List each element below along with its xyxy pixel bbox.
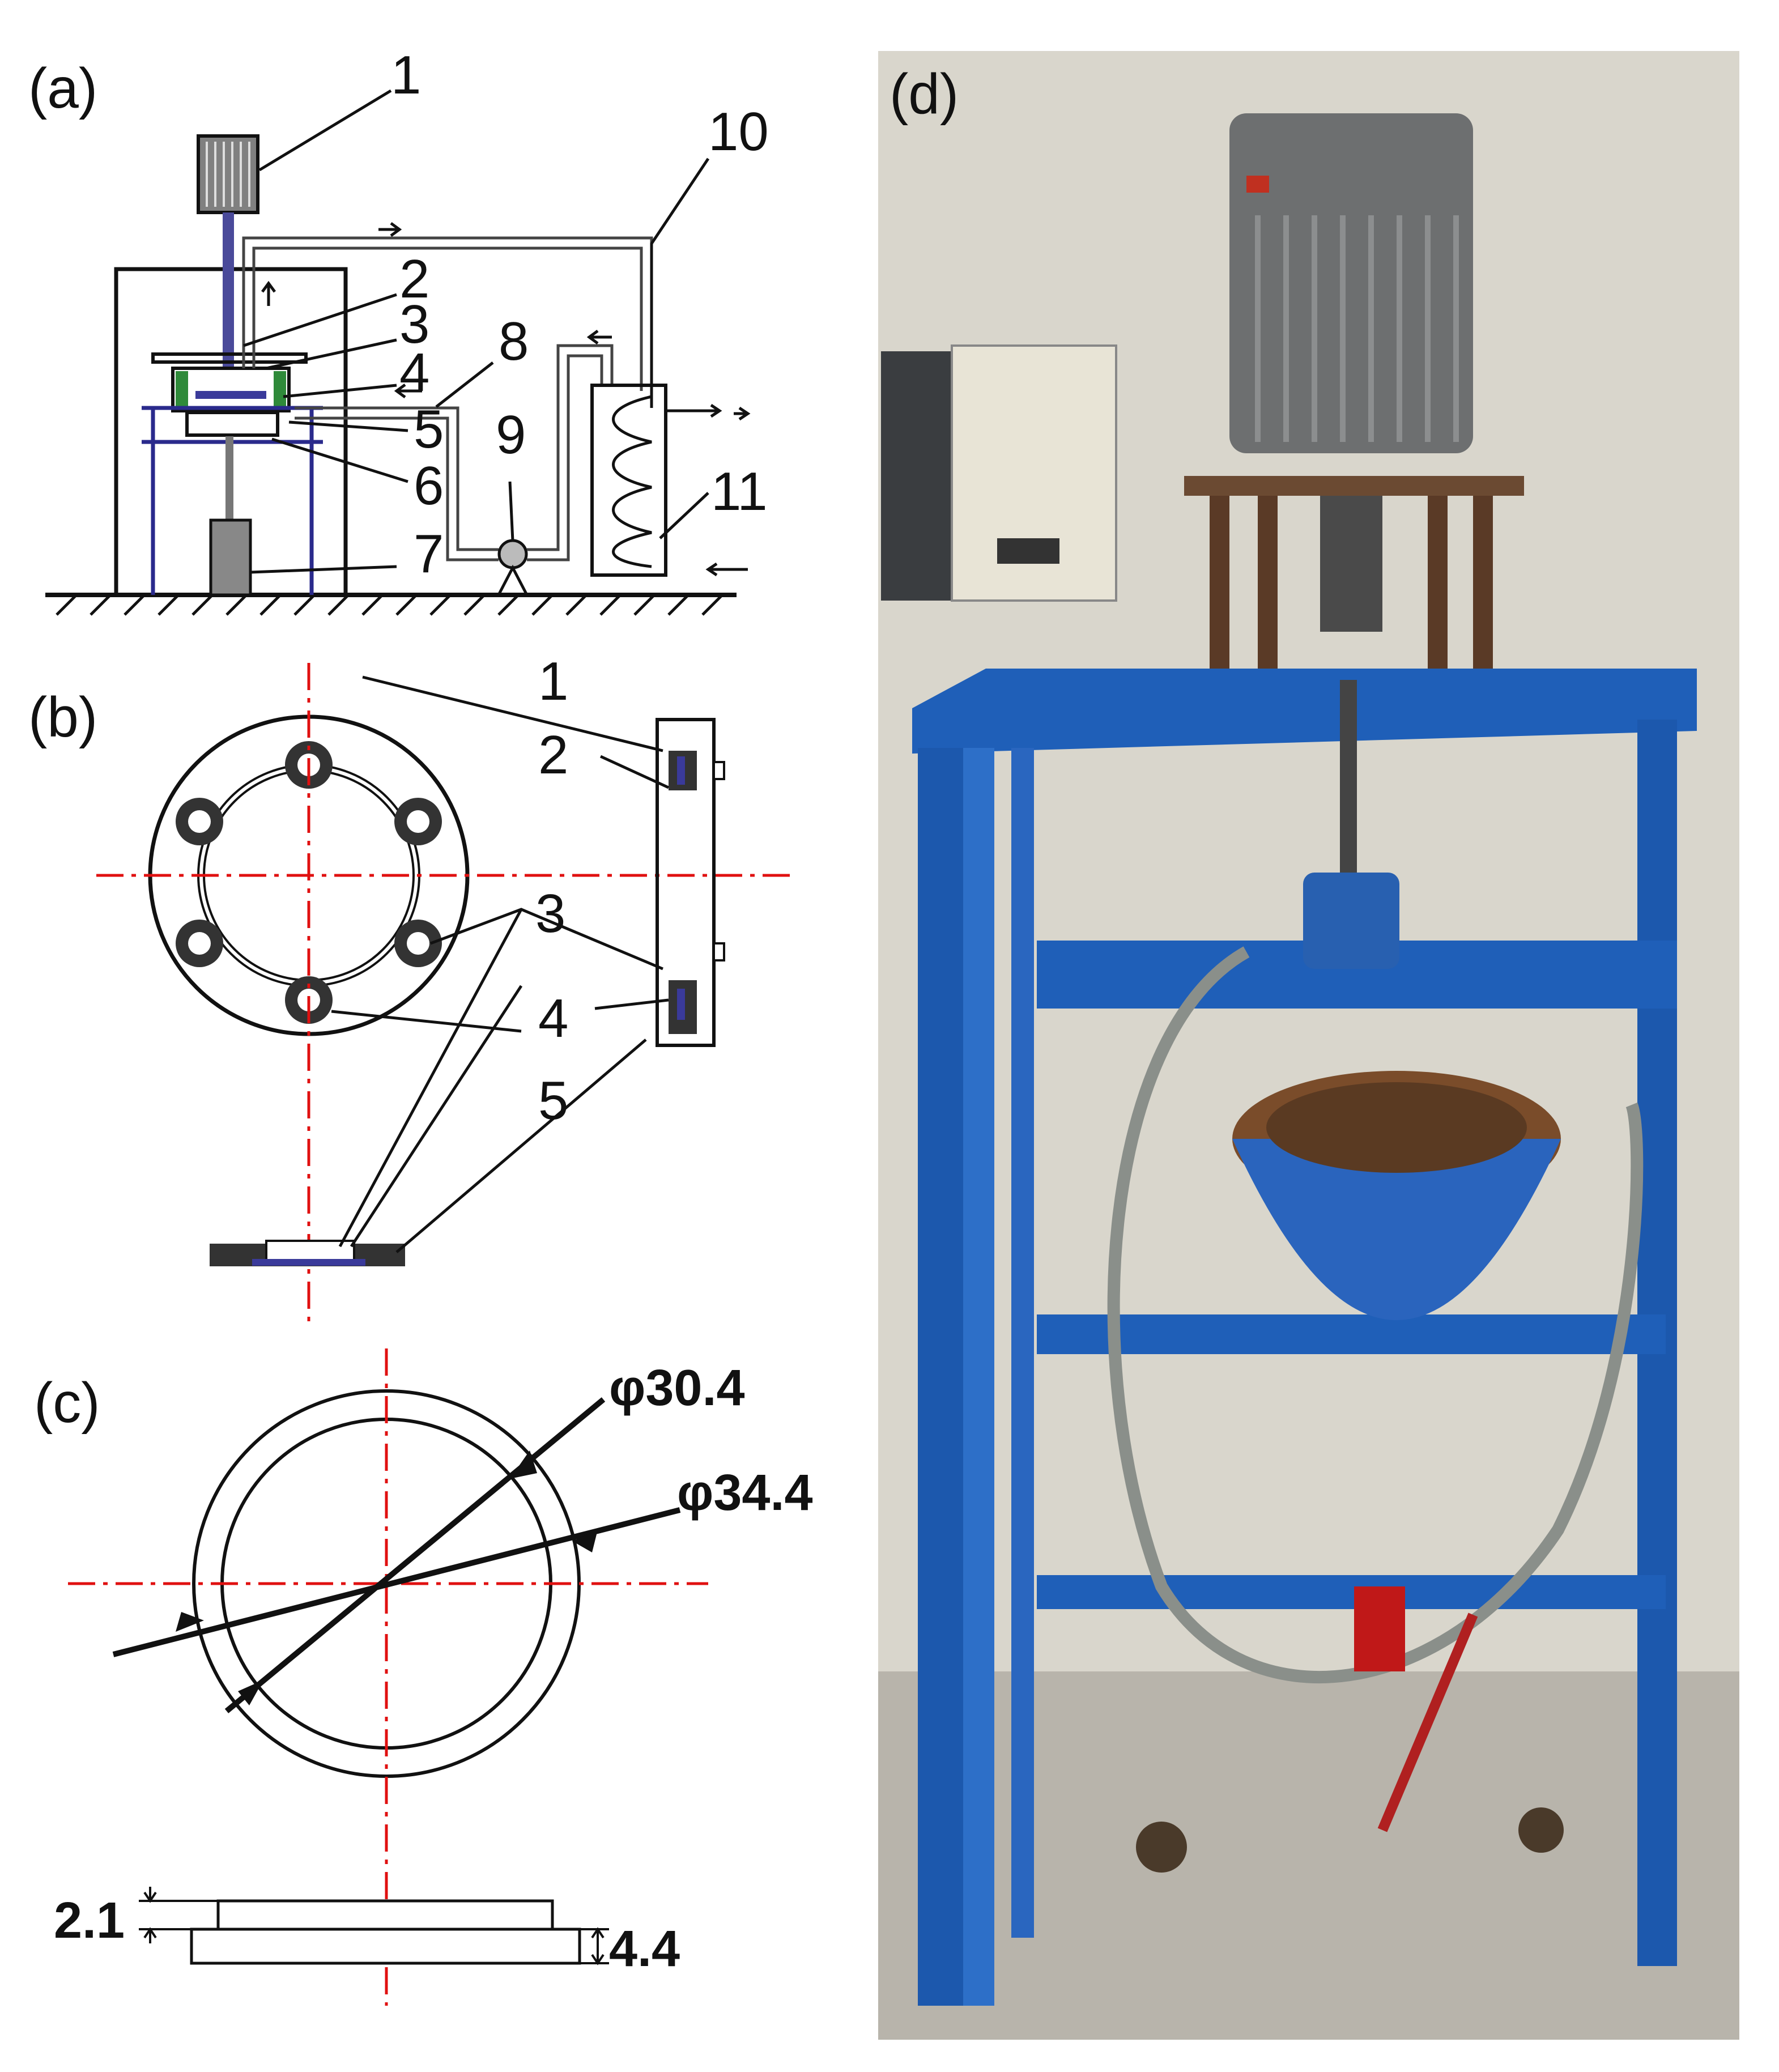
- callout-a-9: 9: [496, 405, 526, 465]
- callout-b-2: 2: [538, 725, 568, 785]
- panel-c-specimen: (c) φ30.4 φ34.4 2.1 4.4: [34, 1348, 813, 2006]
- panel-c-label: (c): [34, 1371, 100, 1435]
- panel-b-label: (b): [28, 686, 97, 749]
- callout-a-10: 10: [708, 101, 769, 162]
- specimen: [195, 391, 266, 399]
- callout-a-2: 2: [399, 249, 429, 309]
- basin: [1232, 1139, 1561, 1320]
- return-pipe: [295, 406, 499, 561]
- panel-a-label: (a): [28, 57, 97, 120]
- dimension-leaders: [112, 1397, 681, 1713]
- callout-a-5: 5: [414, 399, 444, 460]
- top-plate: [151, 352, 308, 364]
- callout-b-5: 5: [538, 1070, 568, 1131]
- cooler: [590, 384, 667, 577]
- spindle-shaft: [223, 212, 234, 371]
- photo-jack: [1354, 1586, 1405, 1671]
- specimen-step: [216, 1899, 554, 1931]
- callout-a-8: 8: [499, 311, 529, 372]
- seal-right: [274, 371, 286, 406]
- dim-outer-diameter: φ34.4: [677, 1465, 813, 1521]
- motor: [197, 134, 259, 214]
- dim-inner-diameter: φ30.4: [609, 1360, 745, 1416]
- dim-total-height: 4.4: [609, 1921, 680, 1977]
- blue-frame: [912, 669, 1697, 2006]
- specimen-base: [190, 1928, 581, 1965]
- callout-a-4: 4: [399, 342, 429, 403]
- hose: [1107, 946, 1644, 1684]
- cooling-coil: [612, 395, 652, 568]
- panel-a-schematic: (a): [28, 45, 769, 616]
- panel-b-fixture: (b) 1 2 3 4 5: [28, 651, 793, 1326]
- pump: [497, 539, 528, 569]
- photo-motor: [1229, 113, 1473, 453]
- callout-a-3: 3: [399, 294, 429, 355]
- panel-d-label: (d): [890, 62, 959, 126]
- sample-holes: [176, 741, 442, 1024]
- callout-a-11: 11: [711, 461, 768, 522]
- callout-b-4: 4: [538, 988, 568, 1049]
- holder-section: [210, 1240, 405, 1266]
- panel-d-photo: (d): [878, 51, 1739, 2040]
- fixture-side-view: [656, 718, 716, 1047]
- callout-b-3: 3: [535, 883, 565, 944]
- outlet-pipe: [242, 236, 653, 391]
- callout-b-1: 1: [538, 651, 568, 712]
- seal-left: [176, 371, 188, 406]
- specimen-holder: [171, 367, 291, 412]
- callout-a-1: 1: [391, 45, 421, 105]
- callout-a-6: 6: [414, 456, 444, 516]
- container: [185, 411, 279, 437]
- callout-a-7: 7: [414, 524, 444, 584]
- ground: [45, 593, 737, 616]
- hydraulic-jack: [209, 518, 252, 597]
- dim-step-height: 2.1: [54, 1892, 125, 1949]
